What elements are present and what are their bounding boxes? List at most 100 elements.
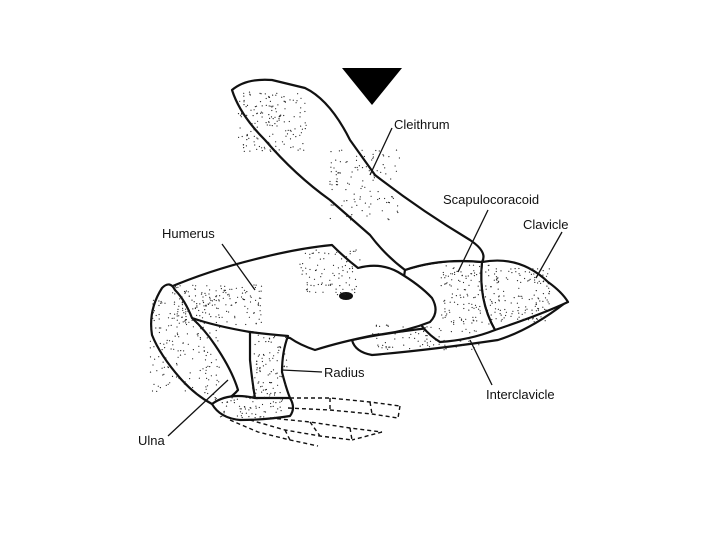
stipple-dot bbox=[238, 113, 239, 114]
stipple-dot bbox=[335, 292, 336, 293]
stipple-dot bbox=[260, 101, 261, 102]
stipple-dot bbox=[272, 95, 273, 96]
stipple-dot bbox=[256, 285, 257, 286]
stipple-dot bbox=[245, 324, 246, 325]
stipple-dot bbox=[463, 297, 464, 298]
stipple-dot bbox=[207, 366, 208, 367]
stipple-dot bbox=[259, 298, 260, 299]
stipple-dot bbox=[350, 251, 351, 252]
stipple-dot bbox=[275, 392, 276, 393]
stipple-dot bbox=[172, 376, 173, 377]
stipple-dot bbox=[335, 160, 336, 161]
stipple-dot bbox=[217, 340, 218, 341]
stipple-dot bbox=[515, 268, 516, 269]
stipple-dot bbox=[267, 393, 268, 394]
stipple-dot bbox=[274, 117, 275, 118]
stipple-dot bbox=[492, 303, 493, 304]
stipple-dot bbox=[174, 314, 175, 315]
stipple-dot bbox=[252, 379, 253, 380]
stipple-dot bbox=[545, 309, 546, 310]
stipple-dot bbox=[320, 259, 321, 260]
stipple-dot bbox=[387, 349, 388, 350]
stipple-dot bbox=[321, 284, 322, 285]
stipple-dot bbox=[499, 300, 500, 301]
stipple-dot bbox=[463, 304, 464, 305]
stipple-dot bbox=[268, 97, 269, 98]
stipple-dot bbox=[184, 321, 185, 322]
stipple-dot bbox=[285, 130, 286, 131]
stipple-dot bbox=[265, 341, 266, 342]
stipple-dot bbox=[257, 367, 258, 368]
stipple-dot bbox=[209, 332, 210, 333]
stipple-dot bbox=[244, 306, 245, 307]
stipple-dot bbox=[375, 150, 376, 151]
stipple-dot bbox=[177, 333, 178, 334]
stipple-dot bbox=[519, 273, 520, 274]
stipple-dot bbox=[485, 296, 486, 297]
stipple-dot bbox=[280, 392, 281, 393]
stipple-dot bbox=[243, 299, 244, 300]
stipple-dot bbox=[241, 113, 242, 114]
stipple-dot bbox=[164, 347, 165, 348]
stipple-dot bbox=[342, 266, 343, 267]
stipple-dot bbox=[444, 349, 445, 350]
stipple-dot bbox=[207, 337, 208, 338]
stipple-dot bbox=[533, 273, 534, 274]
stipple-dot bbox=[515, 271, 516, 272]
stipple-dot bbox=[548, 283, 549, 284]
stipple-dot bbox=[176, 326, 177, 327]
stipple-dot bbox=[495, 308, 496, 309]
stipple-dot bbox=[339, 273, 340, 274]
stipple-dot bbox=[451, 279, 452, 280]
stipple-dot bbox=[476, 274, 477, 275]
stipple-dot bbox=[427, 342, 428, 343]
stipple-dot bbox=[340, 161, 341, 162]
stipple-dot bbox=[178, 306, 179, 307]
stipple-dot bbox=[216, 384, 217, 385]
stipple-dot bbox=[324, 269, 325, 270]
stipple-dot bbox=[383, 155, 384, 156]
stipple-dot bbox=[456, 271, 457, 272]
stipple-dot bbox=[206, 355, 207, 356]
stipple-dot bbox=[385, 173, 386, 174]
stipple-dot bbox=[369, 213, 370, 214]
stipple-dot bbox=[479, 290, 480, 291]
stipple-dot bbox=[200, 321, 201, 322]
stipple-dot bbox=[184, 383, 185, 384]
stipple-dot bbox=[302, 143, 303, 144]
stipple-dot bbox=[276, 412, 277, 413]
stipple-dot bbox=[152, 364, 153, 365]
stipple-dot bbox=[468, 275, 469, 276]
stipple-dot bbox=[256, 369, 257, 370]
stipple-dot bbox=[250, 110, 251, 111]
stipple-dot bbox=[254, 353, 255, 354]
stipple-dot bbox=[500, 310, 501, 311]
stipple-dot bbox=[268, 121, 269, 122]
stipple-dot bbox=[263, 337, 264, 338]
stipple-dot bbox=[258, 302, 259, 303]
stipple-dot bbox=[329, 280, 330, 281]
stipple-dot bbox=[305, 253, 306, 254]
stipple-dot bbox=[246, 118, 247, 119]
stipple-dot bbox=[192, 285, 193, 286]
stipple-dot bbox=[473, 308, 474, 309]
stipple-dot bbox=[519, 296, 520, 297]
stipple-dot bbox=[280, 417, 281, 418]
stipple-dot bbox=[470, 273, 471, 274]
stipple-dot bbox=[274, 336, 275, 337]
stipple-dot bbox=[321, 273, 322, 274]
stipple-dot bbox=[305, 122, 306, 123]
stipple-dot bbox=[220, 285, 221, 286]
stipple-dot bbox=[178, 350, 179, 351]
stipple-dot bbox=[481, 290, 482, 291]
stipple-dot bbox=[488, 323, 489, 324]
stipple-dot bbox=[260, 314, 261, 315]
stipple-dot bbox=[262, 116, 263, 117]
stipple-dot bbox=[357, 169, 358, 170]
stipple-dot bbox=[305, 268, 306, 269]
stipple-dot bbox=[176, 363, 177, 364]
stipple-dot bbox=[449, 312, 450, 313]
stipple-dot bbox=[255, 406, 256, 407]
stipple-dot bbox=[371, 159, 372, 160]
